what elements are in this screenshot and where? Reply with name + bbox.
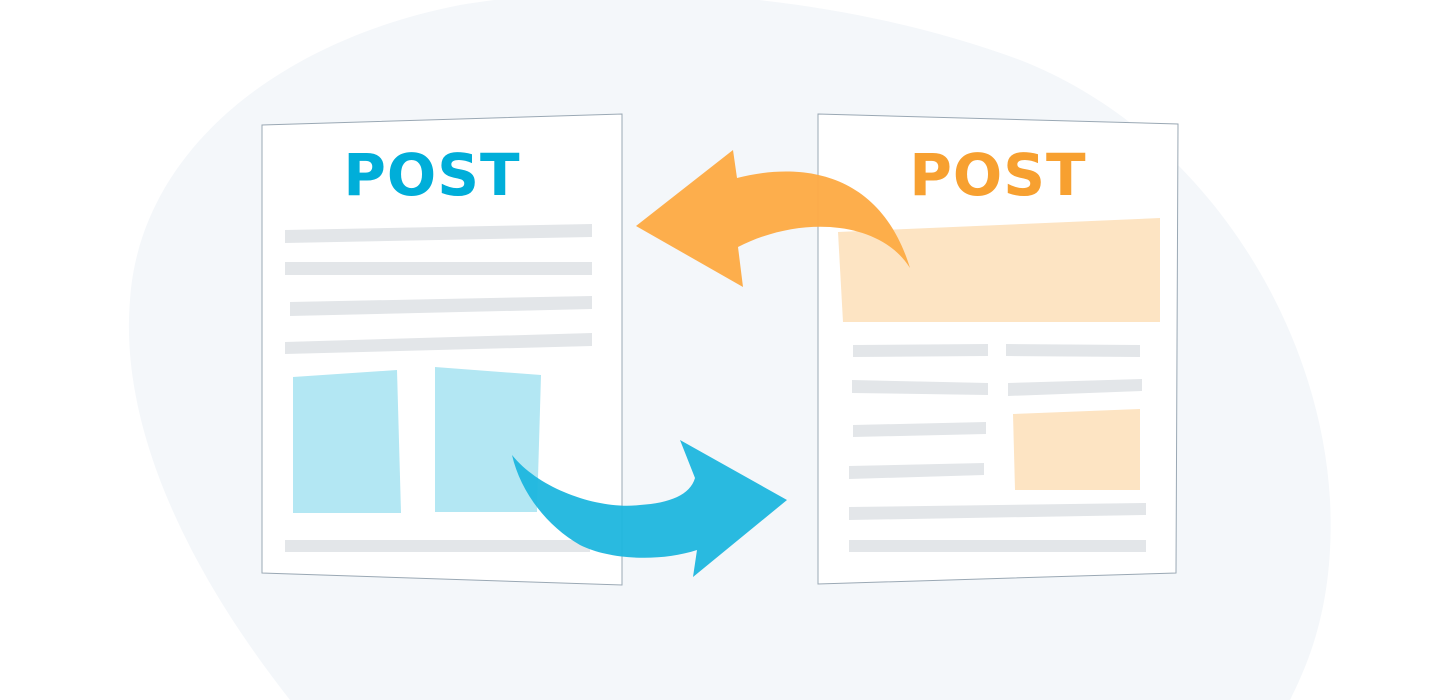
text-line [849, 540, 1146, 552]
text-line [853, 344, 988, 357]
left-text-lines [285, 224, 592, 552]
text-line [1006, 344, 1140, 357]
right-hero-image [838, 218, 1160, 322]
left-post-title: POST [343, 141, 520, 209]
right-text-lines [849, 344, 1146, 552]
right-post-title: POST [909, 141, 1086, 209]
text-line [290, 296, 592, 316]
text-line [285, 262, 592, 275]
left-document: POST [261, 113, 623, 586]
text-line [285, 540, 590, 552]
curved-arrow-left-icon [636, 150, 910, 287]
text-line [853, 422, 986, 437]
text-line [852, 380, 988, 395]
text-line [849, 503, 1146, 520]
left-image-block [293, 370, 401, 513]
right-image-block [1013, 409, 1140, 490]
curved-arrow-right-icon [512, 440, 787, 577]
text-line [849, 463, 984, 479]
text-line [1008, 379, 1142, 396]
right-document: POST [817, 113, 1179, 585]
left-image-block [435, 367, 541, 512]
text-line [285, 224, 592, 243]
text-line [285, 333, 592, 354]
